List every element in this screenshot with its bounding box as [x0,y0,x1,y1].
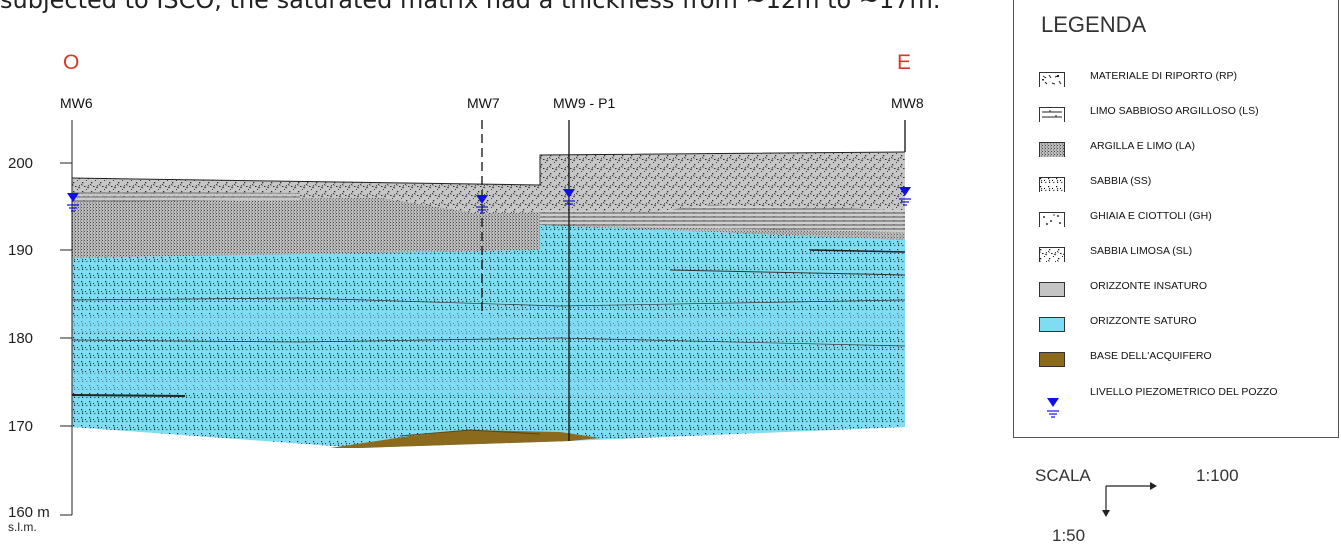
well-label-mw8: MW8 [891,95,924,111]
elevation-tick-160: 160 m [8,504,50,521]
gravel-swatch-icon [1039,212,1065,227]
clay-swatch-icon [1039,142,1065,157]
legend-item-sabbia: SABBIA (SS) [1039,175,1339,193]
east-label: E [897,51,911,74]
unsaturated-swatch-icon [1039,282,1065,297]
aquifer-base-swatch-icon [1039,352,1065,367]
legend-item-base-acquifero: BASE DELL'ACQUIFERO [1039,350,1339,368]
header-text: subjected to ISCO, the saturated matrix … [0,0,941,14]
legend-item-livello-piezometrico: LIVELLO PIEZOMETRICO DEL POZZO [1039,386,1339,426]
geologic-cross-section: 200 190 180 170 160 m s.l.m. O E MW6 MW7… [8,51,924,534]
legend-item-sabbia-limosa: SABBIA LIMOSA (SL) [1039,245,1339,263]
well-label-mw9-p1: MW9 - P1 [553,95,615,111]
legend-title: LEGENDA [1041,12,1147,37]
water-level-icon [563,189,575,205]
well-label-mw7: MW7 [467,95,500,111]
legend-item-saturo: ORIZZONTE SATURO [1039,315,1339,333]
legend-item-riporto: MATERIALE DI RIPORTO (RP) [1039,70,1339,88]
scale-arrows-icon [1102,482,1157,517]
riporto-swatch-icon [1039,72,1065,87]
water-level-icon [476,195,488,214]
scale-label: SCALA [1035,466,1091,485]
elevation-tick-170: 170 [8,418,33,435]
west-label: O [63,51,79,74]
scale-horizontal: 1:100 [1196,466,1239,485]
legend-item-limo-sabbioso: LIMO SABBIOSO ARGILLOSO (LS) [1039,105,1339,123]
water-level-icon [67,193,79,212]
legend-item-insaturo: ORIZZONTE INSATURO [1039,280,1339,298]
elevation-unit: s.l.m. [8,520,37,534]
legend: LEGENDA MATERIALE DI RIPORTO (RP) LIMO S… [1013,0,1339,438]
saturated-swatch-icon [1039,317,1065,332]
elevation-tick-200: 200 [8,155,33,172]
legend-item-argilla: ARGILLA E LIMO (LA) [1039,140,1339,158]
well-label-mw6: MW6 [60,95,93,111]
elevation-tick-180: 180 [8,330,33,347]
silty-sand-swatch-icon [1039,247,1065,262]
legend-item-ghiaia: GHIAIA E CIOTTOLI (GH) [1039,210,1339,228]
lines-swatch-icon [1039,107,1065,122]
water-level-icon [899,187,911,206]
sand-swatch-icon [1039,177,1065,192]
water-level-icon [1047,398,1059,418]
elevation-tick-190: 190 [8,242,33,259]
scale-vertical: 1:50 [1052,526,1086,545]
